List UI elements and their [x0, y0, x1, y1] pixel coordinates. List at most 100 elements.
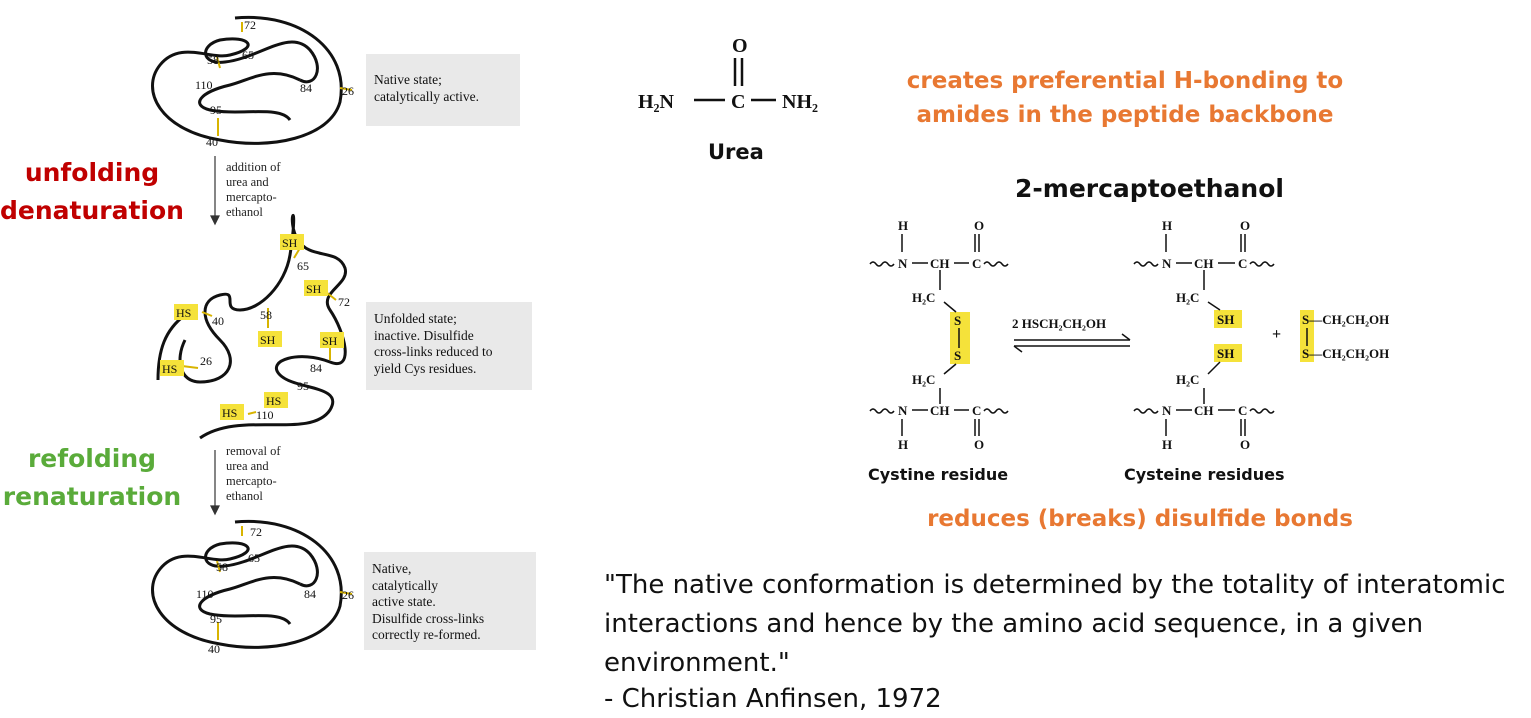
native-res-110: 110	[195, 78, 213, 92]
disulfide-reduction-scheme: H O N CH C H₂C S S H₂C N CH C H O H O N …	[868, 218, 1389, 484]
l-top-h2c: H₂C	[912, 290, 935, 305]
urea-structure: O C H₂N NH₂ Urea	[638, 35, 818, 164]
renatured-res-95: 95	[210, 612, 222, 626]
r-top-n: N	[1162, 256, 1172, 271]
unfolding-label: unfolding denaturation	[0, 154, 184, 230]
unfolded-res-58: 58	[260, 308, 272, 322]
l-top-o: O	[974, 218, 984, 233]
unfolded-res-26: 26	[200, 354, 212, 368]
r-bot-h2c: H₂C	[1176, 372, 1199, 387]
unfolded-state-box: Unfolded state; inactive. Disulfide cros…	[366, 302, 532, 390]
reagent-label: 2 HSCH₂CH₂OH	[1012, 316, 1106, 331]
urea-nh2: NH₂	[782, 91, 818, 113]
native-res-95: 95	[210, 103, 222, 117]
r-top-ch: CH	[1194, 256, 1214, 271]
unfolded-res-95: 95	[297, 379, 309, 393]
l-bot-h2c: H₂C	[912, 372, 935, 387]
unfolded-hs-26: HS	[162, 362, 177, 376]
ribonuclease-folding-diagram: 72 65 58 110 84 26 95 40 SH 65 SH 72 HS …	[151, 15, 354, 656]
r-top-o: O	[1240, 218, 1250, 233]
unfolded-protein	[156, 214, 347, 440]
denaturation-text: denaturation	[0, 196, 184, 225]
denature-arrow	[210, 156, 220, 226]
unfolded-hs-40: HS	[176, 306, 191, 320]
plus-sign: +	[1272, 326, 1281, 343]
anfinsen-quote: "The native conformation is determined b…	[604, 566, 1529, 715]
native-protein	[151, 15, 343, 145]
renatured-res-72: 72	[250, 525, 262, 539]
ss-bottom: S—CH₂CH₂OH	[1302, 346, 1389, 361]
unfolded-sh-72: SH	[306, 282, 322, 296]
renaturation-text: renaturation	[2, 482, 182, 511]
urea-note-line1: creates preferential H-bonding to	[906, 68, 1344, 94]
unfolded-res-110: 110	[256, 408, 274, 422]
l-top-ch: CH	[930, 256, 950, 271]
r-bot-c: C	[1238, 403, 1247, 418]
renatured-res-84: 84	[304, 587, 316, 601]
l-bot-n: N	[898, 403, 908, 418]
refolding-text: refolding	[27, 444, 157, 473]
native-res-40: 40	[206, 135, 218, 149]
addition-step-text: addition of urea and mercapto- ethanol	[226, 160, 281, 219]
quote-line2: interactions and hence by the amino acid…	[604, 609, 1424, 639]
unfolded-hs-95: HS	[266, 394, 281, 408]
r-top-h: H	[1162, 218, 1172, 233]
l-top-h: H	[898, 218, 908, 233]
r-sh1: SH	[1217, 312, 1234, 327]
r-bot-n: N	[1162, 403, 1172, 418]
unfolded-res-65: 65	[297, 259, 309, 273]
renatured-res-110: 110	[196, 587, 214, 601]
quote-attribution: - Christian Anfinsen, 1972	[604, 684, 942, 714]
quote-line1: "The native conformation is determined b…	[604, 570, 1506, 600]
renatured-res-26: 26	[342, 588, 354, 602]
native-res-84: 84	[300, 81, 312, 95]
unfolded-sh-58: SH	[260, 333, 276, 347]
cysteine-caption: Cysteine residues	[1124, 465, 1284, 484]
l-top-n: N	[898, 256, 908, 271]
cystine-caption: Cystine residue	[868, 465, 1008, 484]
unfolded-res-84: 84	[310, 361, 322, 375]
urea-note-line2: amides in the peptide backbone	[916, 102, 1334, 128]
renature-arrow	[210, 450, 220, 516]
r-bot-ch: CH	[1194, 403, 1214, 418]
r-top-c: C	[1238, 256, 1247, 271]
native-res-26: 26	[342, 84, 354, 98]
refolding-label: refolding renaturation	[0, 440, 184, 516]
renatured-res-40: 40	[208, 642, 220, 656]
mercapto-title: 2-mercaptoethanol	[1015, 174, 1284, 203]
mercapto-note: reduces (breaks) disulfide bonds	[927, 506, 1353, 532]
unfolded-res-72: 72	[338, 295, 350, 309]
renatured-state-text: Native, catalytically active state. Disu…	[372, 561, 485, 642]
native-res-72: 72	[244, 18, 256, 32]
ss-top: S—CH₂CH₂OH	[1302, 312, 1389, 327]
renatured-protein	[151, 519, 343, 649]
urea-h2n: H₂N	[638, 91, 675, 113]
urea-carbon: C	[731, 91, 745, 113]
unfolded-sh-65: SH	[282, 236, 298, 250]
native-state-box: Native state; catalytically active.	[366, 54, 520, 126]
l-bot-ch: CH	[930, 403, 950, 418]
l-s1: S	[954, 313, 961, 328]
unfolded-res-40: 40	[212, 314, 224, 328]
unfolded-hs-110: HS	[222, 406, 237, 420]
r-bot-o: O	[1240, 437, 1250, 452]
r-bot-h: H	[1162, 437, 1172, 452]
renatured-res-58: 58	[216, 560, 228, 574]
unfolded-state-text: Unfolded state; inactive. Disulfide cros…	[374, 311, 493, 376]
native-state-text: Native state; catalytically active.	[374, 72, 479, 104]
l-s2: S	[954, 348, 961, 363]
l-bot-c: C	[972, 403, 981, 418]
renatured-state-box: Native, catalytically active state. Disu…	[364, 552, 536, 650]
renatured-res-65: 65	[248, 551, 260, 565]
removal-step-text: removal of urea and mercapto- ethanol	[226, 444, 281, 503]
l-top-c: C	[972, 256, 981, 271]
native-res-58: 58	[207, 53, 219, 67]
r-sh2: SH	[1217, 346, 1234, 361]
l-bot-o: O	[974, 437, 984, 452]
urea-note: creates preferential H-bonding to amides…	[880, 64, 1370, 132]
unfolded-sh-84: SH	[322, 334, 338, 348]
unfolding-text: unfolding	[24, 158, 160, 187]
r-top-h2c: H₂C	[1176, 290, 1199, 305]
native-res-65: 65	[242, 48, 254, 62]
urea-oxygen: O	[732, 35, 748, 57]
